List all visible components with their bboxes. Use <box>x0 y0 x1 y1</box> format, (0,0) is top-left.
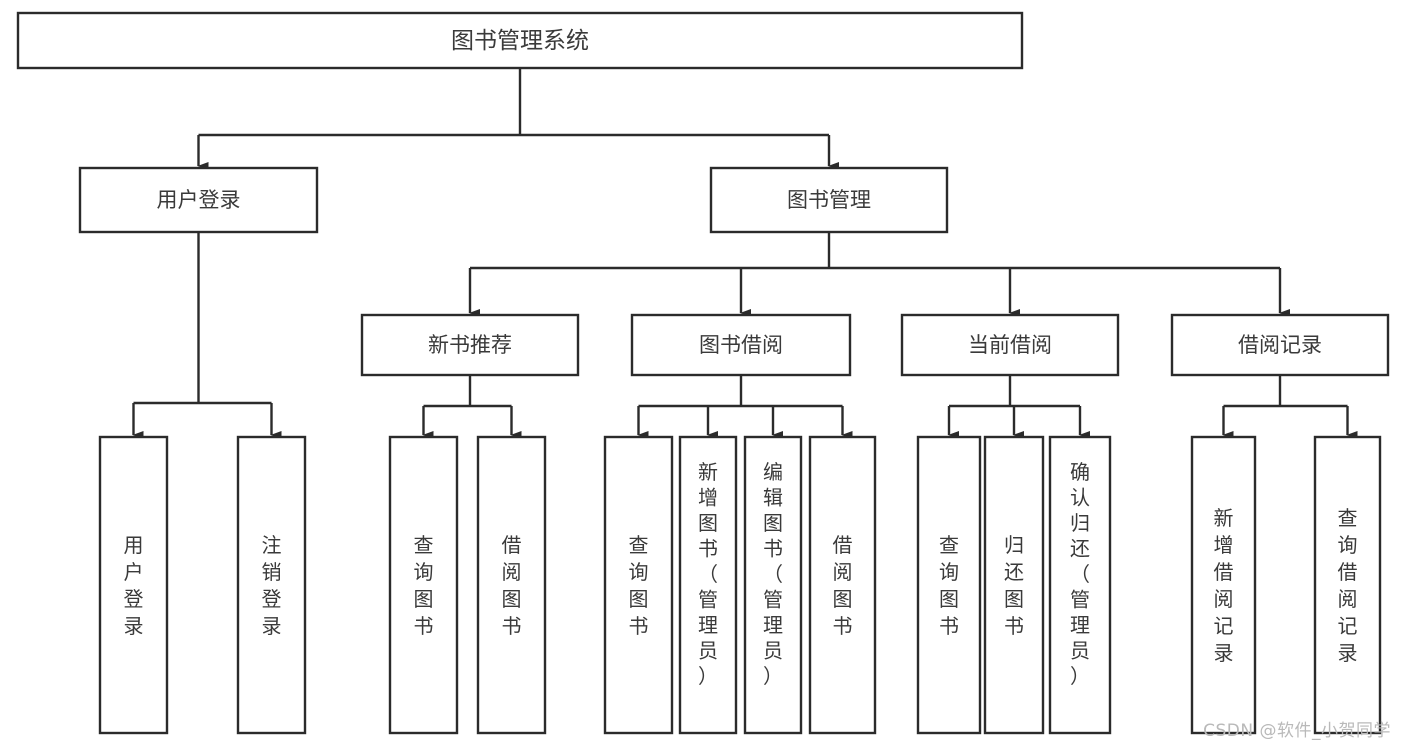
node-root[interactable]: 图书管理系统 <box>16 11 1024 70</box>
csdn-watermark: CSDN @软件_小贺同学 <box>1203 721 1391 741</box>
node-leaf-add-book[interactable]: 新增图书（管理员） <box>678 435 738 735</box>
node-label-book-manage: 图书管理 <box>787 188 871 212</box>
node-leaf-edit-book[interactable]: 编辑图书（管理员） <box>743 435 803 735</box>
node-label-new-book-recommend: 新书推荐 <box>428 333 512 357</box>
node-label-user-login: 用户登录 <box>157 188 241 212</box>
node-leaf-query-book-2[interactable]: 查询图书 <box>603 435 674 735</box>
node-label-root: 图书管理系统 <box>451 28 589 54</box>
node-label-leaf-return-book: 归还图书 <box>1004 533 1024 638</box>
node-label-leaf-user-login: 用户登录 <box>124 533 144 638</box>
node-leaf-borrow-book-1[interactable]: 借阅图书 <box>476 435 547 735</box>
node-label-book-borrow: 图书借阅 <box>699 333 783 357</box>
node-label-borrow-record: 借阅记录 <box>1238 333 1322 357</box>
node-label-leaf-borrow-book-1: 借阅图书 <box>502 533 522 638</box>
node-user-login[interactable]: 用户登录 <box>78 166 319 234</box>
nodes-layer: 图书管理系统用户登录图书管理新书推荐图书借阅当前借阅借阅记录用户登录注销登录查询… <box>16 11 1390 735</box>
edges-layer <box>132 68 1358 439</box>
node-current-borrow[interactable]: 当前借阅 <box>900 313 1120 377</box>
node-leaf-return-book[interactable]: 归还图书 <box>983 435 1045 735</box>
node-label-leaf-confirm-return: 确认归还（管理员） <box>1070 460 1090 688</box>
node-leaf-query-record[interactable]: 查询借阅记录 <box>1313 435 1382 735</box>
node-label-leaf-edit-book: 编辑图书（管理员） <box>763 460 783 688</box>
node-book-borrow[interactable]: 图书借阅 <box>630 313 852 377</box>
node-label-current-borrow: 当前借阅 <box>968 333 1052 357</box>
node-label-leaf-user-logout: 注销登录 <box>262 533 282 638</box>
node-leaf-user-logout[interactable]: 注销登录 <box>236 435 307 735</box>
node-label-leaf-query-record: 查询借阅记录 <box>1338 506 1358 665</box>
node-new-book-recommend[interactable]: 新书推荐 <box>360 313 580 377</box>
node-label-leaf-query-book-3: 查询图书 <box>939 533 959 638</box>
node-label-leaf-query-book-2: 查询图书 <box>629 533 649 638</box>
node-label-leaf-query-book-1: 查询图书 <box>414 533 434 638</box>
node-label-leaf-borrow-book-2: 借阅图书 <box>833 533 853 638</box>
node-leaf-query-book-3[interactable]: 查询图书 <box>916 435 982 735</box>
node-leaf-query-book-1[interactable]: 查询图书 <box>388 435 459 735</box>
node-leaf-user-login[interactable]: 用户登录 <box>98 435 169 735</box>
node-leaf-add-record[interactable]: 新增借阅记录 <box>1190 435 1257 735</box>
node-label-leaf-add-book: 新增图书（管理员） <box>698 460 718 688</box>
node-borrow-record[interactable]: 借阅记录 <box>1170 313 1390 377</box>
node-leaf-confirm-return[interactable]: 确认归还（管理员） <box>1048 435 1112 735</box>
node-book-manage[interactable]: 图书管理 <box>709 166 949 234</box>
node-leaf-borrow-book-2[interactable]: 借阅图书 <box>808 435 877 735</box>
node-label-leaf-add-record: 新增借阅记录 <box>1214 506 1234 665</box>
